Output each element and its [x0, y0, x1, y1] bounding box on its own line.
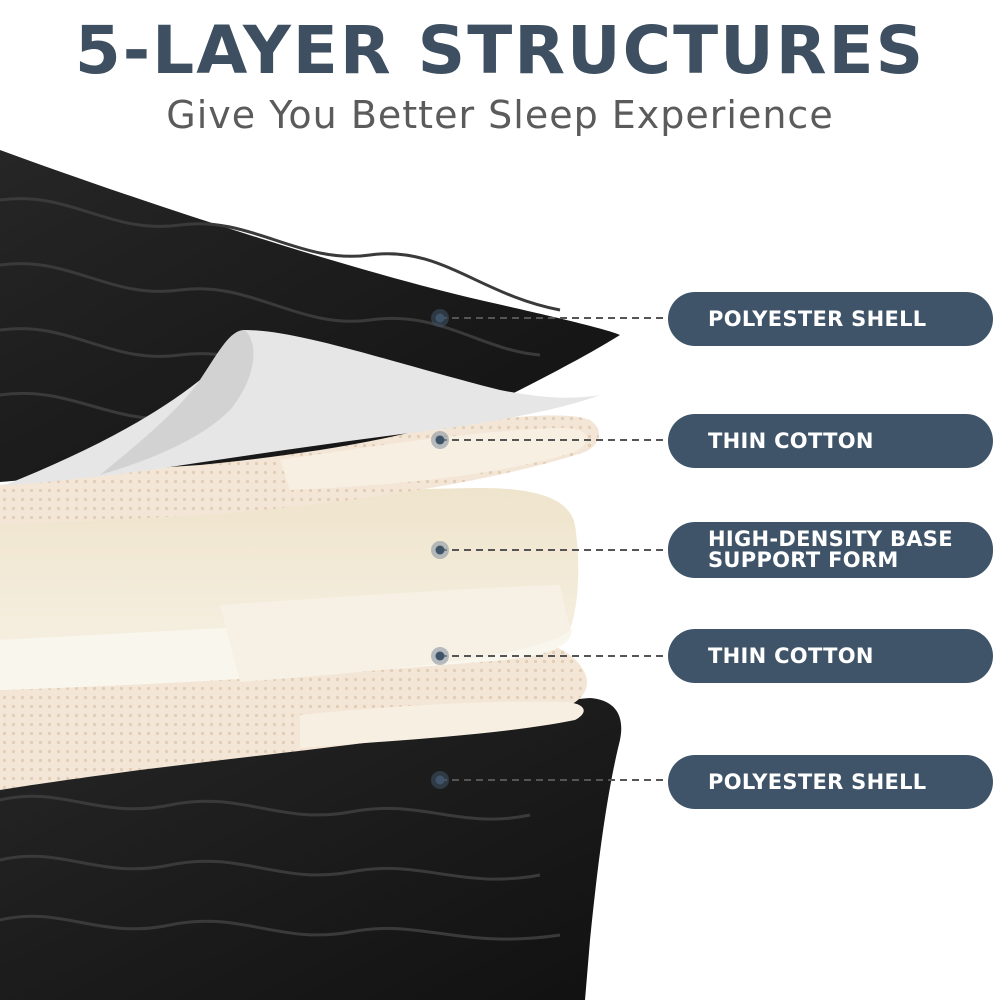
layer-label-text: POLYESTER SHELL — [708, 309, 927, 330]
layer-label-top-shell: POLYESTER SHELL — [668, 292, 993, 346]
layer-label-text: THIN COTTON — [708, 431, 874, 452]
layer-label-text: POLYESTER SHELL — [708, 772, 927, 793]
layer-label-upper-cotton: THIN COTTON — [668, 414, 993, 468]
layer-label-bottom-shell: POLYESTER SHELL — [668, 755, 993, 809]
layer-label-text: THIN COTTON — [708, 646, 874, 667]
layer-label-lower-cotton: THIN COTTON — [668, 629, 993, 683]
layer-label-text: HIGH-DENSITY BASE SUPPORT FORM — [708, 529, 953, 571]
layer-label-foam: HIGH-DENSITY BASE SUPPORT FORM — [668, 522, 993, 578]
